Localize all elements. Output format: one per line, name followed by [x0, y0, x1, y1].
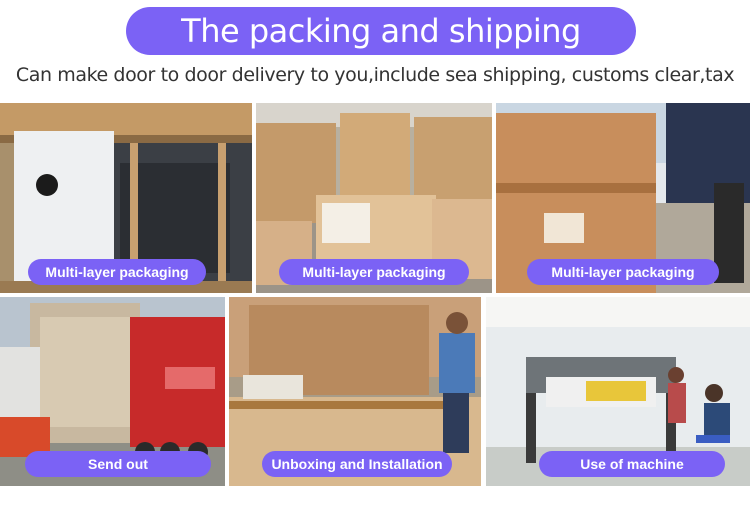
caption-multi-layer-packaging-2: Multi-layer packaging — [279, 259, 469, 285]
page-subtitle: Can make door to door delivery to you,in… — [15, 64, 735, 86]
caption-use-of-machine: Use of machine — [539, 451, 725, 477]
caption-multi-layer-packaging-3: Multi-layer packaging — [527, 259, 719, 285]
caption-send-out: Send out — [25, 451, 211, 477]
caption-multi-layer-packaging-1: Multi-layer packaging — [28, 259, 206, 285]
page-title: The packing and shipping — [126, 7, 636, 55]
caption-unboxing-installation: Unboxing and Installation — [262, 451, 452, 477]
